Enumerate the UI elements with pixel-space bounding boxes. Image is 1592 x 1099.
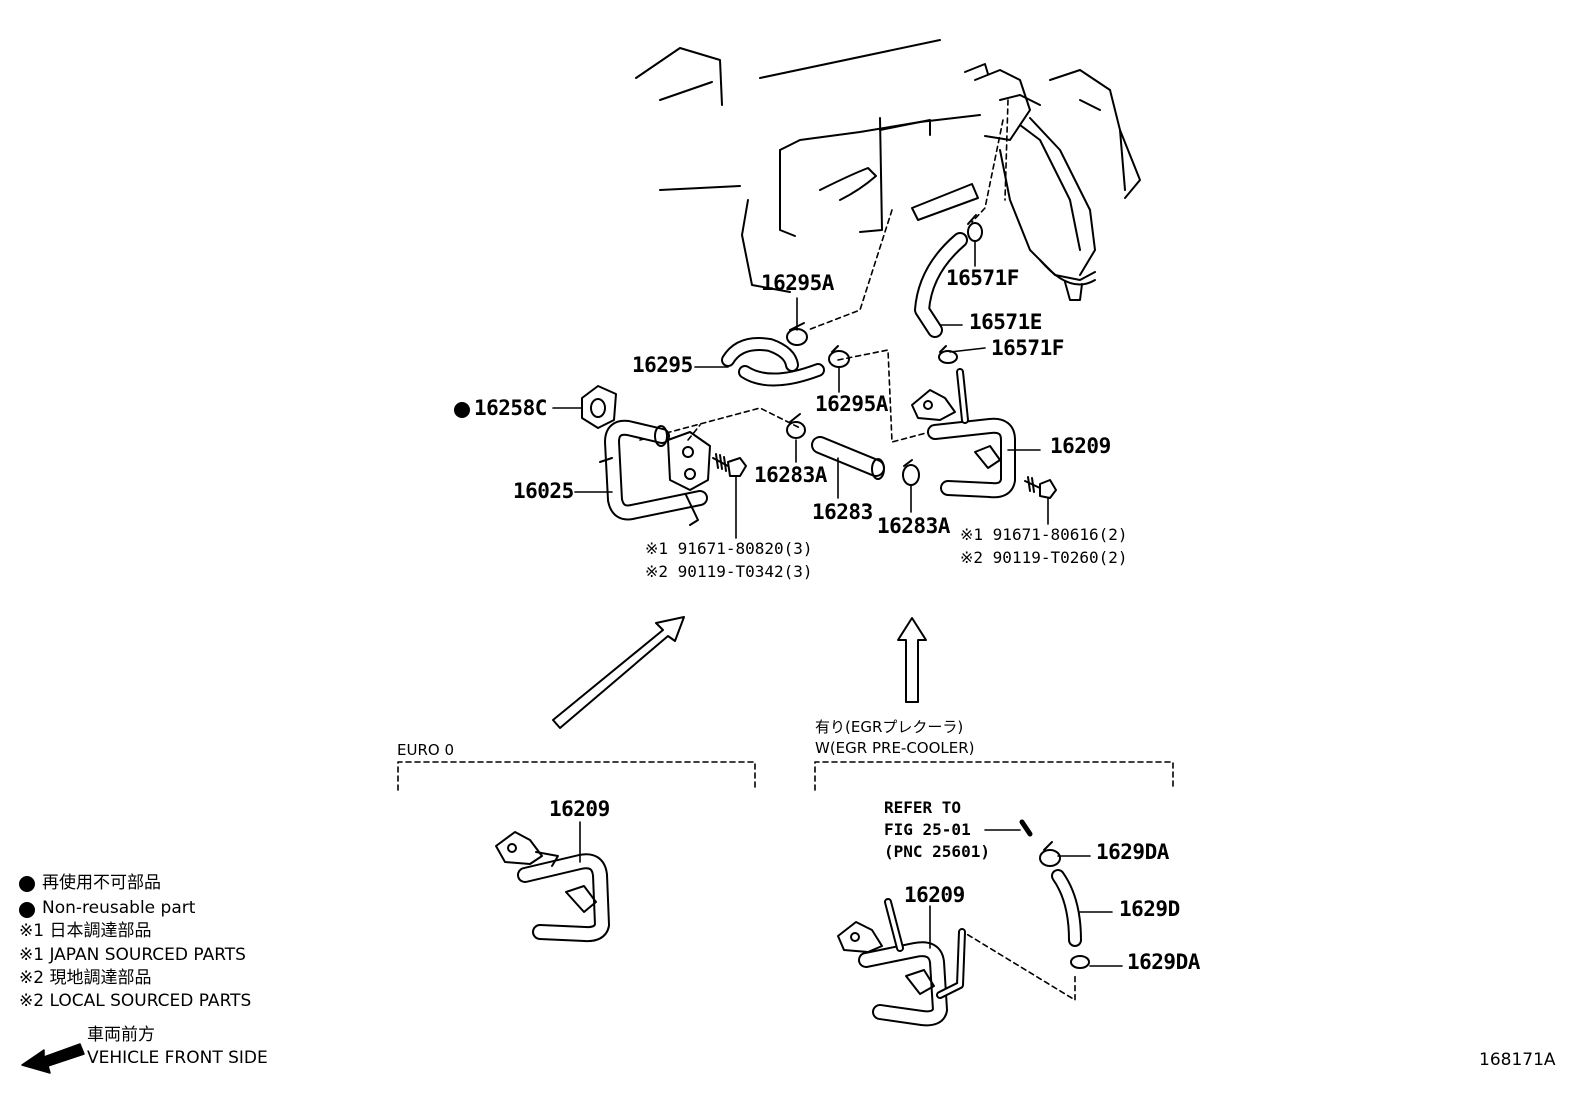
label-1629DA-bottom: 1629DA [1127,950,1200,974]
legend-japan-en: ※1 JAPAN SOURCED PARTS [19,945,246,965]
label-16283A-left: 16283A [754,463,827,487]
legend-nonreusable-jp: 再使用不可部品 [42,873,161,893]
label-16209-main: 16209 [1050,434,1111,458]
legend-front-jp: 車両前方 [87,1025,155,1045]
refer-text-2: FIG 25-01 [884,820,971,839]
gasket-16258C-drawing [581,385,617,429]
bolt-left-drawing [712,453,747,477]
bolt-left-japan-pn: ※1 91671-80820(3) [645,539,813,558]
label-16258C: 16258C [474,396,547,420]
label-16571E: 16571E [969,310,1042,334]
legend-local-en: ※2 LOCAL SOURCED PARTS [19,991,252,1011]
legend-dot-icon [19,876,35,892]
legend-symbols [19,402,470,1074]
legend-dot-icon-2 [19,902,35,918]
nonreusable-dot-icon [454,402,470,418]
label-16295A-top: 16295A [761,271,834,295]
bolt-right-japan-pn: ※1 91671-80616(2) [960,525,1128,544]
legend-front-en: VEHICLE FRONT SIDE [87,1048,268,1068]
pipe-16025-drawing [599,419,711,526]
variant-egr-caption-jp: 有り(EGRプレクーラ) [815,718,964,736]
pipe-16209-main-drawing [911,368,1057,499]
label-16295: 16295 [632,353,693,377]
direction-arrows [552,616,927,729]
pipe-16209-euro-drawing [495,831,610,943]
variant-euro-caption: EURO 0 [397,741,454,759]
hose-16283-drawing [786,413,920,486]
legend-local-jp: ※2 現地調達部品 [19,968,152,988]
legend-japan-jp: ※1 日本調達部品 [19,921,152,941]
hose-16295-drawing [721,337,825,387]
label-16209-egr: 16209 [904,883,965,907]
refer-text-3: (PNC 25601) [884,842,990,861]
label-16025: 16025 [513,479,574,503]
variant-egr-caption-en: W(EGR PRE-COOLER) [815,739,975,757]
label-16295A-mid: 16295A [815,392,888,416]
pipe-16209-egr-drawing [837,898,966,1027]
hose-1629D-drawing [1019,819,1090,969]
leader-lines [552,241,1123,967]
figure-id: 168171A [1479,1050,1556,1070]
refer-text-1: REFER TO [884,798,962,817]
label-16283A-right: 16283A [877,514,950,538]
label-16209-euro: 16209 [549,797,610,821]
label-1629D: 1629D [1119,897,1180,921]
label-16571F-mid: 16571F [991,336,1064,360]
label-1629DA-top: 1629DA [1096,840,1169,864]
label-16283: 16283 [812,500,873,524]
legend-nonreusable-en: Non-reusable part [42,898,196,918]
bolt-right-local-pn: ※2 90119-T0260(2) [960,548,1128,567]
engine-block-drawing [635,39,1141,301]
bolt-left-local-pn: ※2 90119-T0342(3) [645,562,813,581]
hose-16571E-drawing [914,214,983,364]
label-16571F-top: 16571F [946,266,1019,290]
front-arrow-icon [21,1043,85,1074]
dashed-guides [397,99,1174,1001]
